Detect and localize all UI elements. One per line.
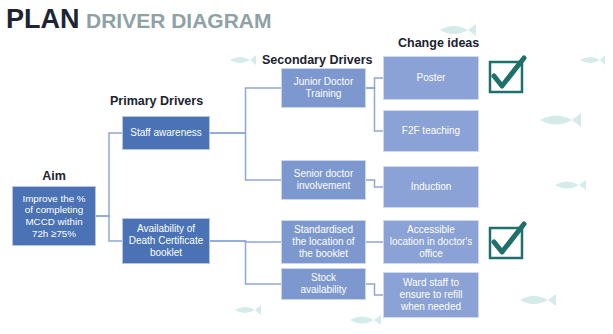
box-text: Staff awareness — [130, 127, 202, 139]
connector — [210, 88, 281, 133]
connector — [210, 241, 281, 284]
change-idea-box: Poster — [383, 56, 479, 100]
secondary-driver-box: Stock availability — [281, 268, 366, 300]
primary-driver-box: Availability of Death Certificate bookle… — [122, 218, 210, 264]
connector — [210, 133, 281, 180]
check-mark — [490, 224, 524, 258]
connector — [366, 180, 383, 187]
box-text: Junior Doctor Training — [287, 76, 360, 100]
title: PLAN — [6, 4, 80, 35]
box-text: Availability of Death Certificate bookle… — [128, 223, 204, 259]
secondary-driver-box: Standardised the location of the booklet — [281, 220, 366, 264]
box-text: Ward staff to ensure to refill when need… — [389, 277, 473, 313]
secondary-driver-box: Junior Doctor Training — [281, 68, 366, 108]
box-text: Senior doctor involvement — [287, 168, 360, 192]
fish-decoration — [230, 24, 605, 325]
box-text: Improve the % of completing MCCD within … — [18, 193, 90, 240]
change-idea-box: F2F teaching — [383, 110, 479, 152]
check-mark — [490, 58, 524, 92]
connector — [96, 133, 122, 216]
aim-box: AimImprove the % of completing MCCD with… — [12, 186, 96, 246]
box-text: F2F teaching — [402, 125, 460, 137]
connector — [366, 241, 383, 243]
connector — [96, 216, 122, 241]
box-heading: Aim — [3, 169, 105, 183]
change-idea-box: Induction — [383, 166, 479, 208]
subtitle: DRIVER DIAGRAM — [86, 9, 272, 33]
box-text: Poster — [417, 72, 446, 84]
primary-driver-box: Staff awareness — [122, 116, 210, 150]
connector — [366, 78, 383, 88]
box-text: Induction — [411, 181, 452, 193]
box-text: Standardised the location of the booklet — [287, 224, 360, 260]
secondary-driver-box: Senior doctor involvement — [281, 160, 366, 200]
box-text: Stock availability — [287, 272, 360, 296]
column-heading: Secondary Drivers — [262, 53, 372, 67]
change-idea-box: Accessible location in doctor's office — [383, 220, 479, 264]
box-text: Accessible location in doctor's office — [389, 224, 473, 260]
connector — [366, 284, 383, 295]
column-heading: Primary Drivers — [110, 94, 203, 108]
connector — [366, 88, 383, 131]
change-idea-box: Ward staff to ensure to refill when need… — [383, 272, 479, 318]
column-heading: Change ideas — [398, 36, 479, 50]
